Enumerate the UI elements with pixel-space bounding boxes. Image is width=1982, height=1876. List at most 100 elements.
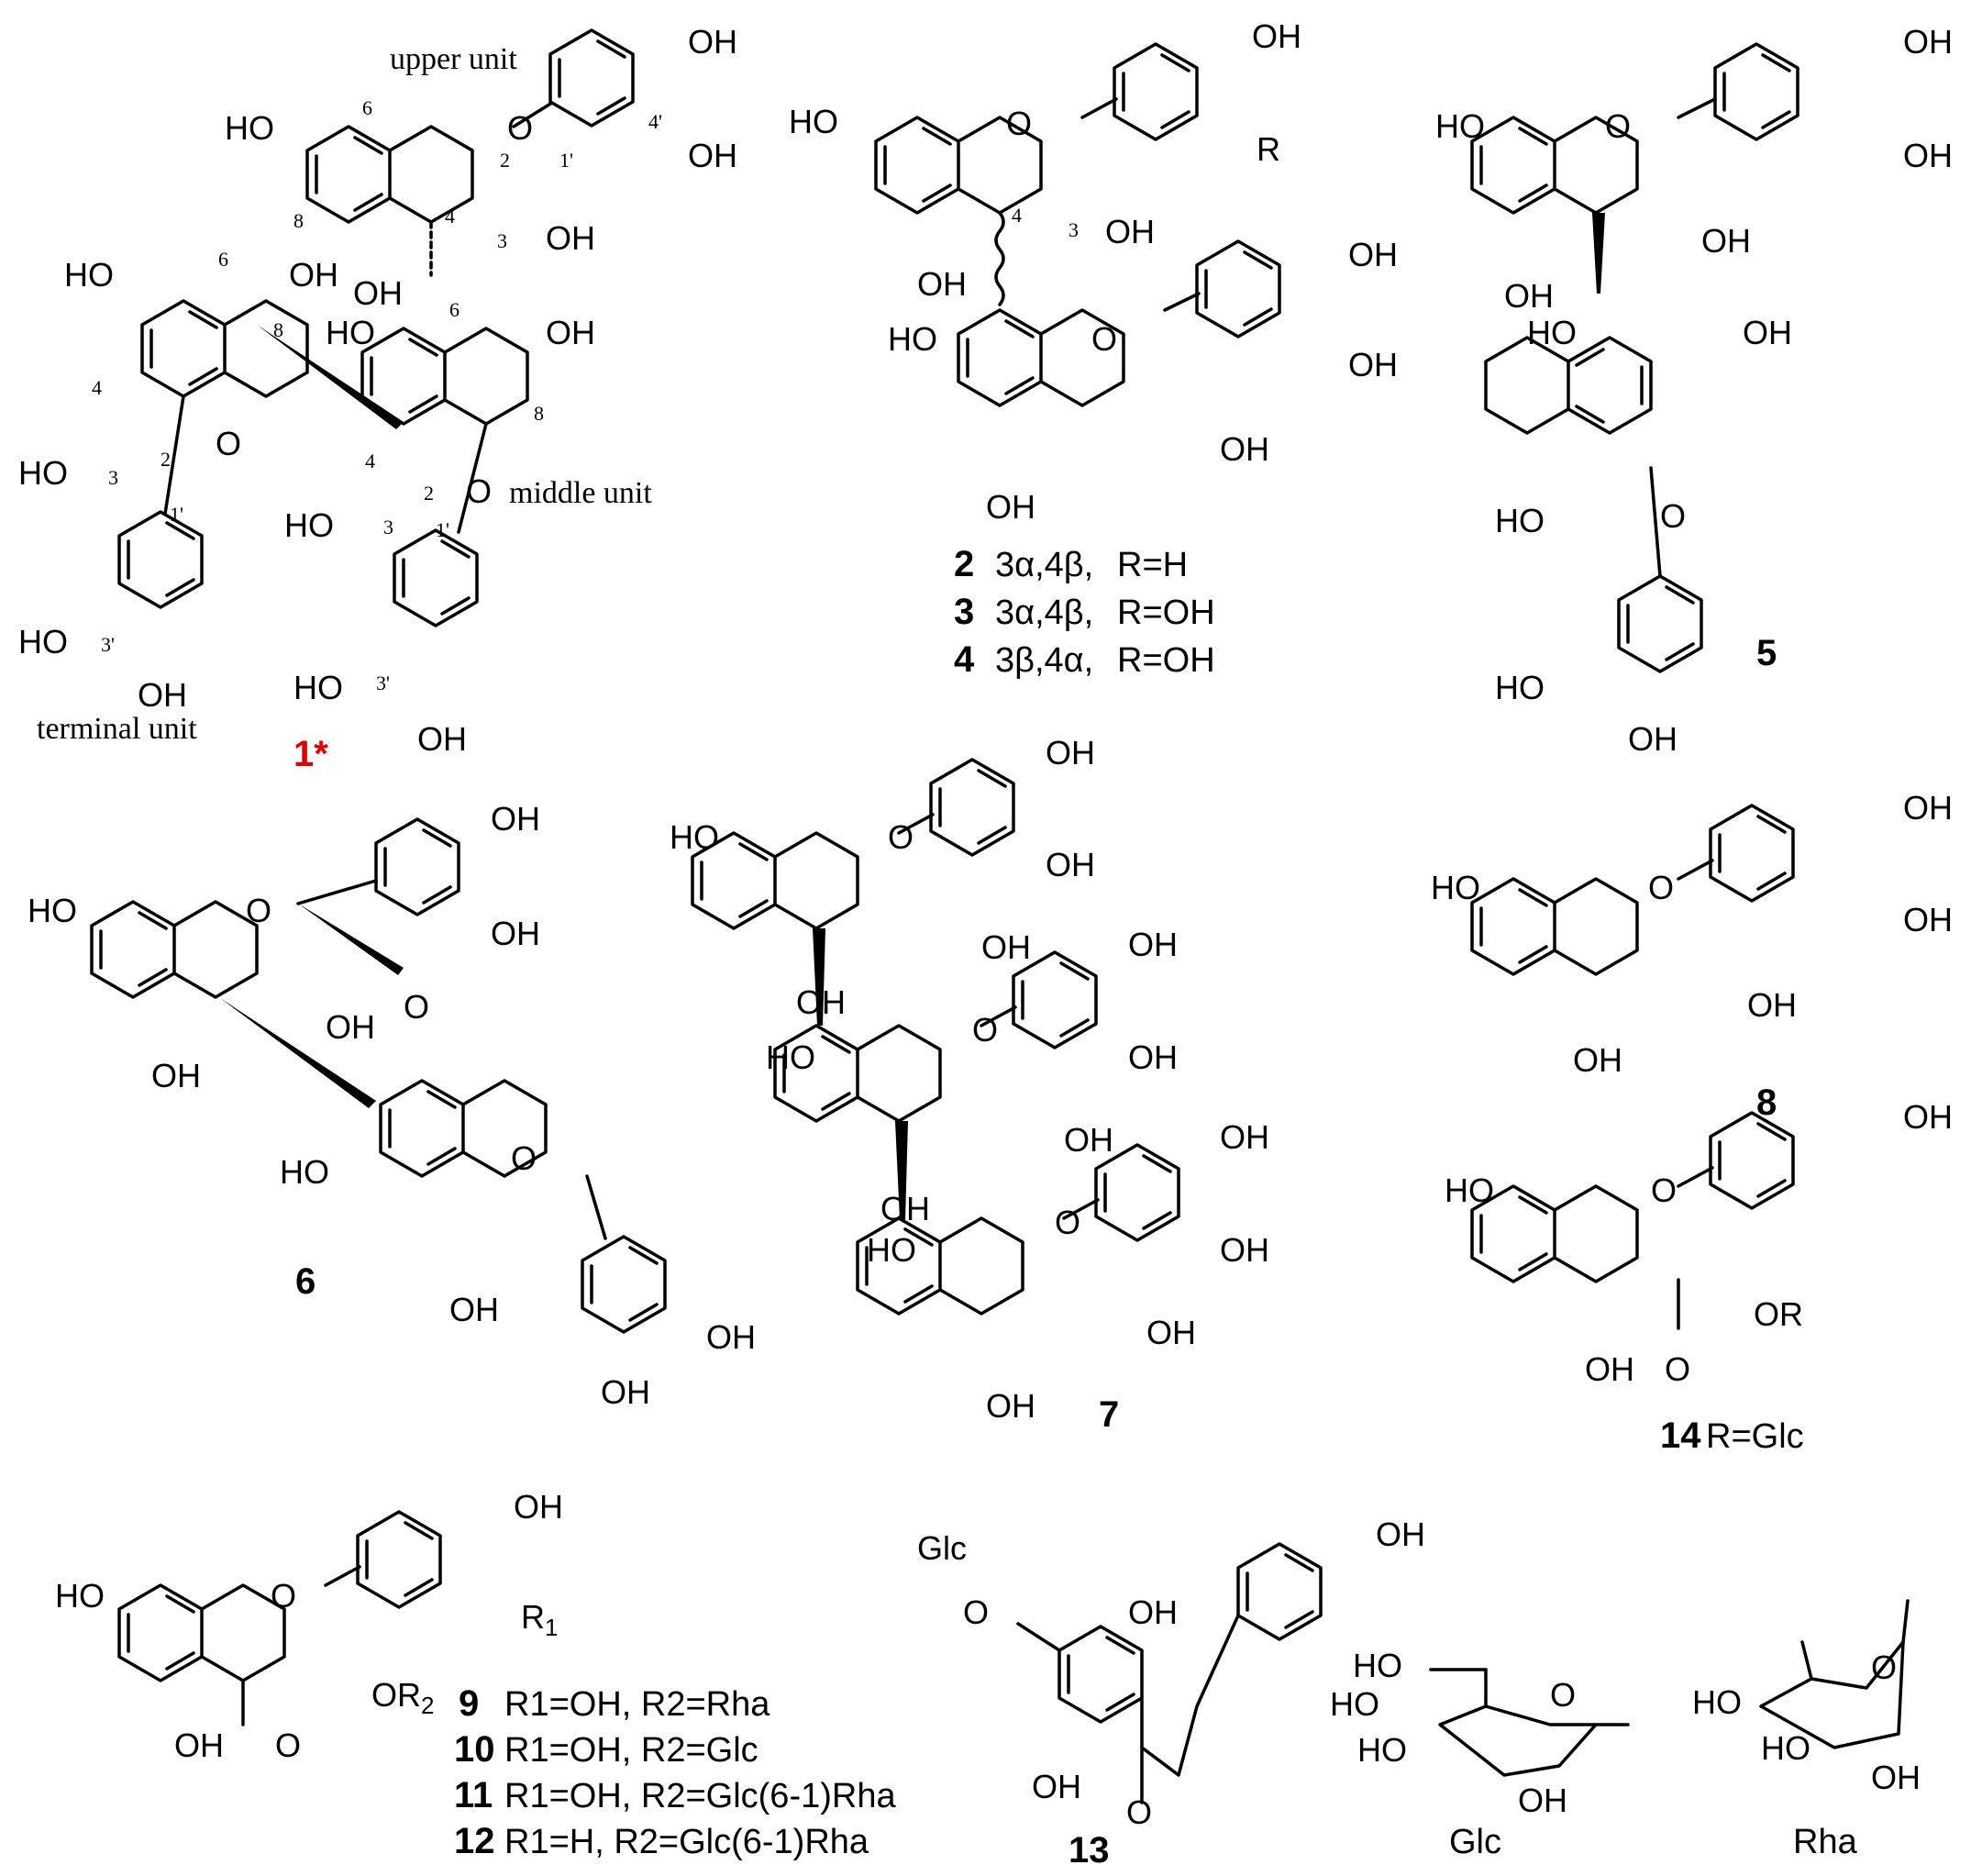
label-oh-6-4p: OH [491,800,540,838]
compound-14-substituent: R=Glc [1706,1417,1804,1456]
label-oh-rha-2: OH [1871,1759,1921,1796]
compound-8-number: 8 [1756,1082,1777,1123]
compound-4-substituent: R=OH [1117,641,1215,680]
locant-2-terminal: 2 [161,448,171,471]
label-oh-7-mid-3: OH [1064,1121,1113,1159]
label-o-2-upper: O [1006,105,1032,142]
middle-unit-label: middle unit [509,476,652,510]
compound-12-number: 12 [454,1821,495,1861]
label-oh-6-lower-3: OH [449,1291,499,1328]
label-oh-2-upper-3: OH [1105,213,1155,250]
locant-2-middle: 2 [424,482,434,505]
compound-8-structure [1472,804,1795,974]
label-oh-5-lower-4p: OH [1628,720,1678,758]
label-o-9-carbonyl: O [275,1726,301,1764]
label-ho-glc-4: HO [1330,1685,1379,1723]
label-oh-7-bottom-5: OH [986,1387,1035,1425]
compound-7-number: 7 [1099,1394,1119,1435]
label-oh-7-mid-3p: OH [1128,1038,1178,1076]
label-ho-5-lower: HO [1527,314,1577,351]
compound-12-substituent: R1=H, R2=Glc(6-1)Rha [504,1823,869,1861]
label-ho-2-upper: HO [789,103,838,140]
label-oh-7-mid-4p: OH [1128,926,1178,963]
compound-11-substituent: R1=OH, R2=Glc(6-1)Rha [504,1777,896,1815]
label-oh-2-upper-5: OH [917,265,967,303]
label-ho-rha-3: HO [1761,1729,1810,1767]
compound-3-substituent: R=OH [1117,594,1215,632]
label-ho-9: HO [55,1577,105,1615]
label-oh-14-5: OH [1585,1350,1634,1388]
label-ho-7-top: HO [670,818,719,856]
label-oh-7-top-5: OH [796,983,846,1021]
locant-4-2: 4 [1012,204,1022,227]
label-oh-2-lower-4p: OH [1348,236,1398,273]
compound-1-structure [117,28,635,627]
compound-13-number: 13 [1069,1830,1110,1870]
locant-2-upper: 2 [500,149,510,172]
label-r-2: R [1257,130,1280,168]
label-oh-5-lower: OH [1743,314,1792,351]
label-o-6-ether: O [404,988,429,1026]
locant-6-upper: 6 [362,96,372,119]
label-ho-2-lower: HO [888,320,937,358]
label-oh-13-6: OH [1032,1768,1081,1805]
compound-4-number: 4 [954,639,975,680]
label-oh-8-4p: OH [1903,789,1953,827]
label-ho-5-lower-3: HO [1495,502,1545,539]
label-o-glc: O [1550,1676,1576,1714]
label-oh-7-top-4p: OH [1046,734,1095,771]
label-oh-1-middle: OH [546,314,595,351]
label-oh-6-lower-4p: OH [706,1318,756,1356]
locant-3-2: 3 [1069,218,1079,241]
label-oh-2-upper-4p: OH [1252,17,1301,55]
label-o-7-mid: O [972,1011,998,1049]
label-oh-13-4p: OH [1376,1515,1425,1553]
label-ho-1-middle: HO [326,314,375,351]
compound-7-structure [692,758,1180,1314]
label-ho-glc-3: HO [1357,1731,1407,1769]
label-o-1-middle: O [466,472,492,510]
terminal-unit-label: terminal unit [37,712,197,746]
label-oh-2-lower-3p: OH [1348,346,1398,383]
label-oh-9-4p: OH [514,1488,563,1526]
label-oh-7-top-3: OH [981,928,1031,966]
locant-3-upper: 3 [497,229,507,252]
compound-14-number: 14 [1660,1415,1701,1456]
label-oh-6-3p: OH [491,915,540,952]
label-oh-7-bottom-4p: OH [1220,1118,1269,1156]
compound-5-number: 5 [1756,633,1777,673]
label-ho-6-upper: HO [28,892,77,929]
locant-4-middle: 4 [365,450,375,472]
compound-2-stereo: 3α,4β, [995,546,1093,584]
compound-6-number: 6 [295,1261,316,1302]
label-oh-2-lower-3: OH [1220,430,1269,468]
label-oh-1-upper-5: OH [353,274,403,312]
label-oh-7-mid-5: OH [880,1190,930,1227]
label-ho-6-lower: HO [280,1153,329,1191]
compound-11-number: 11 [454,1775,493,1815]
label-oh-6-3: OH [326,1008,375,1046]
label-oh-1-terminal-4p: OH [138,676,187,714]
compound-3-number: 3 [954,592,974,632]
compound-10-number: 10 [454,1729,495,1770]
label-oh-8-3: OH [1747,986,1797,1024]
label-ho-1-upper: HO [225,109,274,147]
glc-sugar-structure [1429,1668,1630,1777]
label-o-5-lower: O [1660,497,1686,535]
label-ho-1-terminal-3: HO [18,454,68,492]
label-o-1-terminal: O [216,425,241,462]
label-o-14: O [1651,1171,1677,1209]
label-o-rha: O [1871,1648,1897,1686]
label-ho-glc-6: HO [1353,1647,1402,1684]
compound-9-number: 9 [459,1683,479,1724]
rha-caption: Rha [1793,1823,1858,1861]
label-oh-1-upper-3: OH [546,219,595,257]
label-oh-14-4p: OH [1903,1098,1953,1136]
label-oh-8-3p: OH [1903,901,1953,938]
locant-8-middle: 8 [534,402,544,425]
locant-1p-upper: 1' [559,149,573,172]
label-ho-7-mid: HO [766,1038,815,1076]
compound-14-structure [1472,1111,1795,1330]
label-o-9: O [271,1577,296,1615]
